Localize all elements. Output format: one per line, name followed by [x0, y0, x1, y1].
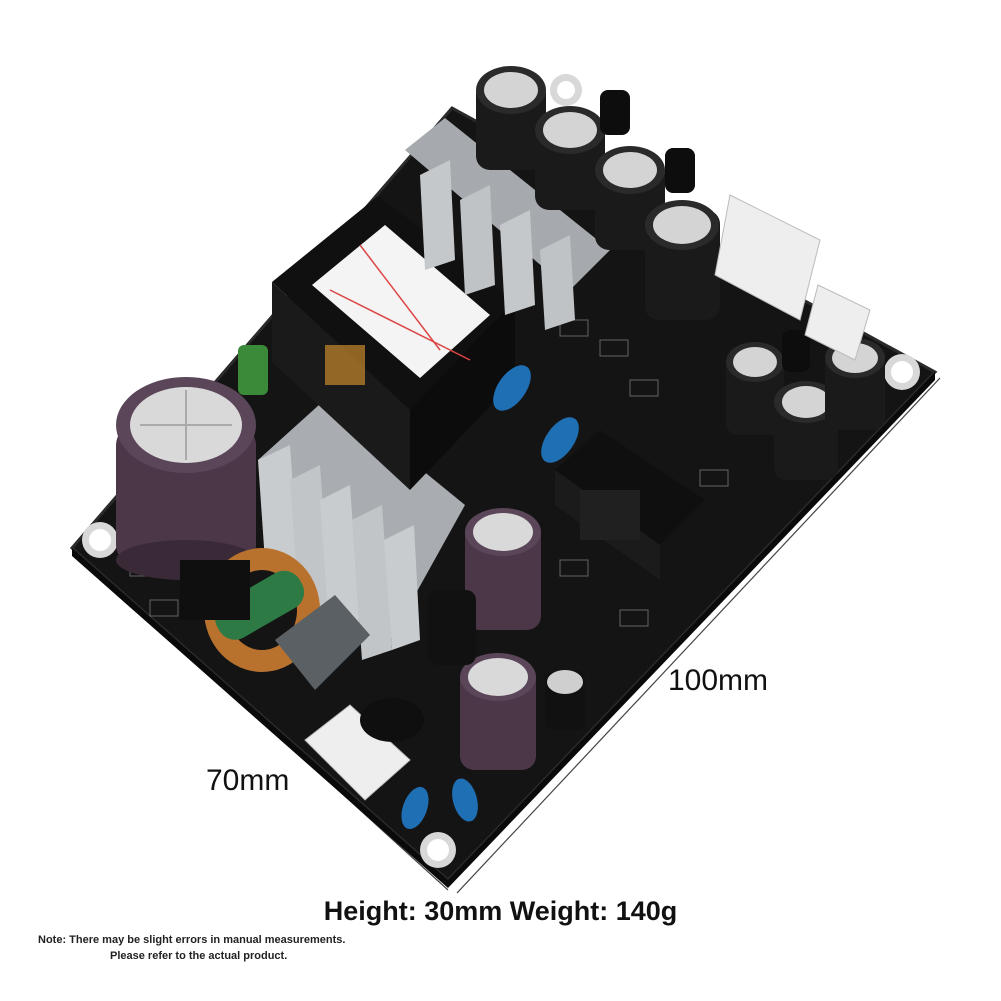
mounting-holes [82, 74, 920, 868]
input-connector [304, 704, 411, 801]
heatsink-secondary [405, 118, 610, 330]
varistor [238, 345, 268, 395]
pcb-edge [72, 548, 448, 888]
y-capacitors [401, 365, 579, 830]
pfc-inductor [555, 430, 705, 580]
dimension-width-label: 70mm [206, 764, 290, 797]
bridge-rectifier [360, 698, 424, 742]
input-block [180, 560, 250, 620]
x-capacitor [275, 595, 370, 690]
dimension-line-length [456, 377, 941, 894]
output-connectors [714, 194, 871, 361]
measurement-note-line2: Please refer to the actual product. [110, 950, 288, 962]
bulk-capacitor [116, 377, 256, 580]
output-capacitors [476, 66, 720, 320]
transformer [272, 196, 515, 490]
measurement-note-line1: Note: There may be slight errors in manu… [38, 934, 346, 946]
mid-capacitors [428, 508, 585, 770]
dimension-length-label: 100mm [668, 664, 769, 697]
height-weight-spec: Height: 30mm Weight: 140g [323, 896, 678, 926]
